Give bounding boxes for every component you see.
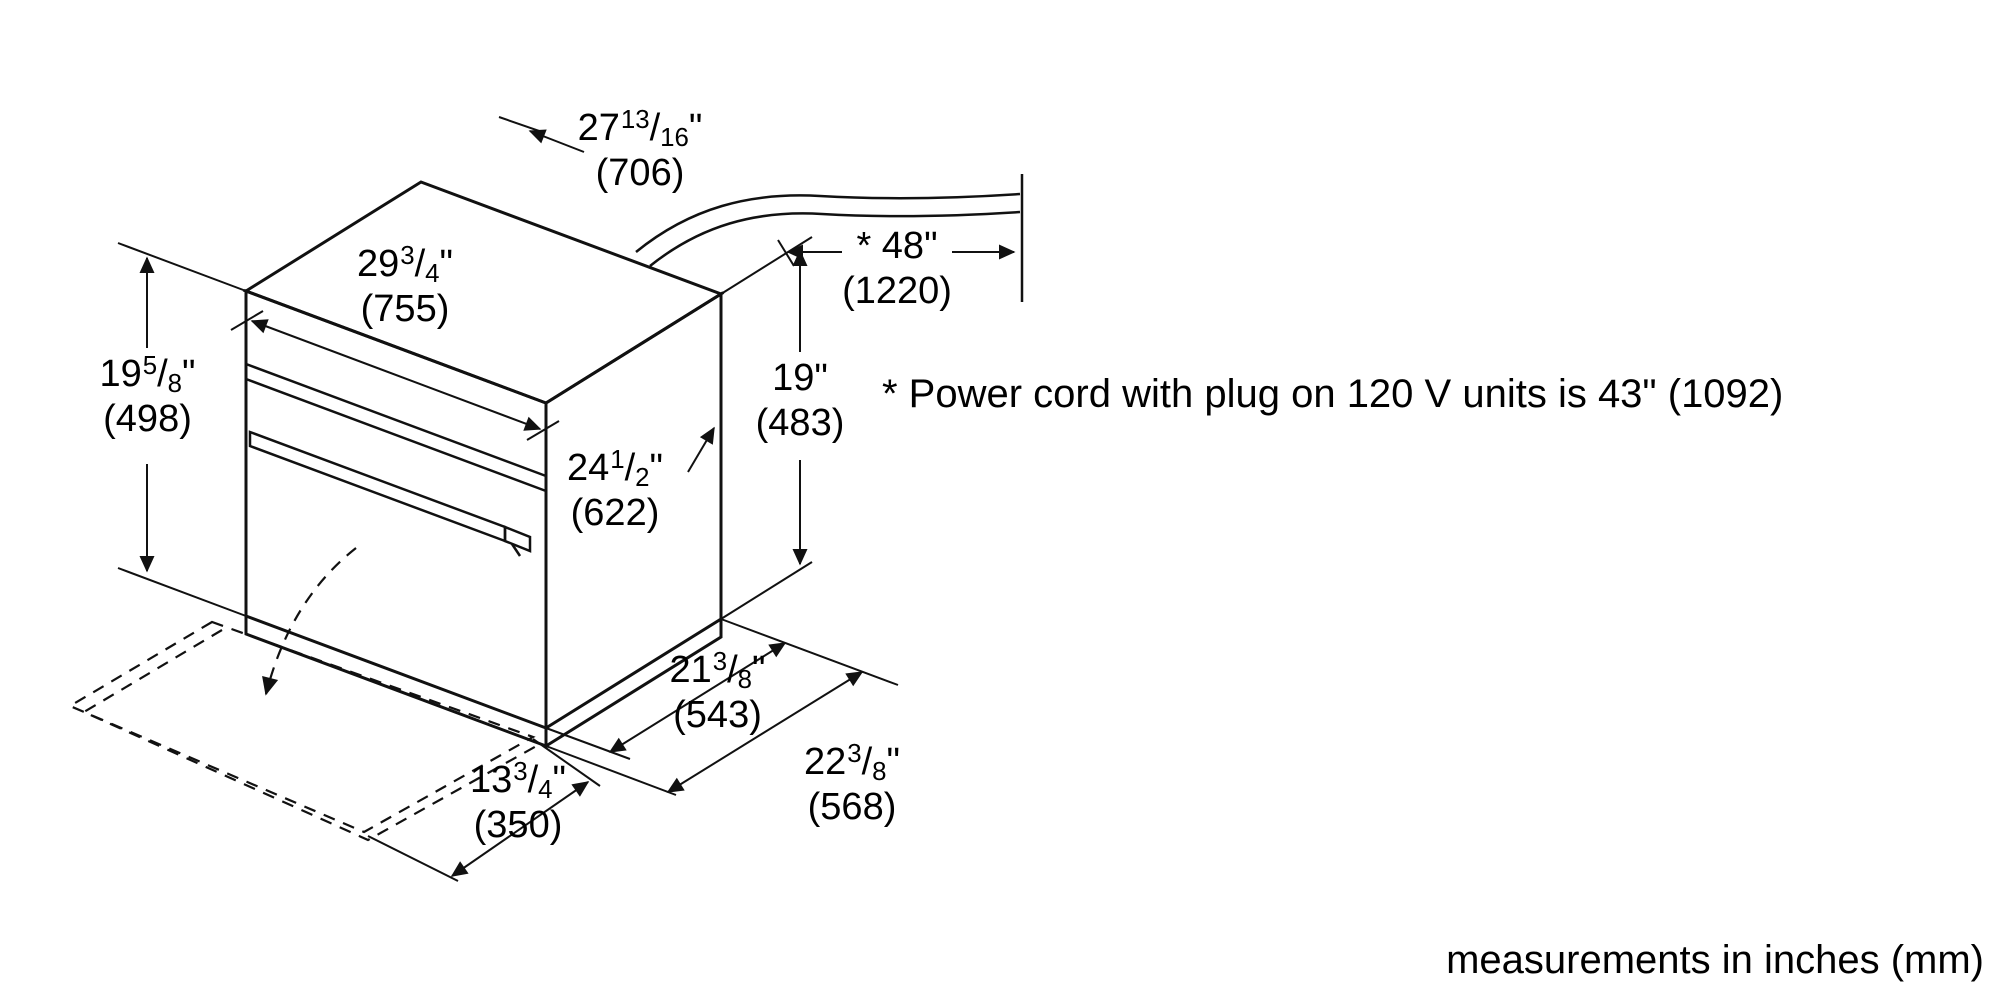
dim-door-open-mm: (350) <box>473 804 563 847</box>
door-handle-support <box>510 543 522 557</box>
door-swing-arc <box>262 547 357 696</box>
dim-right-height-inches: 19" <box>772 357 828 399</box>
door-handle-end-cap <box>503 525 532 553</box>
control-panel-line-upper <box>245 362 547 478</box>
power-cord-upper-line <box>635 192 1021 253</box>
top-width-tick <box>498 116 546 134</box>
open-door-outer-outline <box>67 620 536 834</box>
left-height-ext-top <box>117 242 247 292</box>
dim-inner-depth-inches: 213/8" <box>669 647 766 694</box>
front-width-dim-line <box>250 319 542 431</box>
outer-depth-dim-line <box>666 671 864 793</box>
mid-depth-leader-arrow <box>687 426 715 473</box>
power-cord-note: * Power cord with plug on 120 V units is… <box>882 372 1784 416</box>
box-base-strip <box>244 616 723 749</box>
control-panel-line-lower <box>245 377 547 493</box>
right-height-ext-top <box>720 236 813 295</box>
inner-depth-tick-right <box>720 618 899 686</box>
door-handle <box>248 430 507 543</box>
dim-right-height-mm: (483) <box>755 402 845 445</box>
dim-top-width-inches: 2713/16" <box>577 105 703 152</box>
dim-door-open-inches: 133/4" <box>469 757 567 804</box>
dim-mid-depth-inches: 241/2" <box>566 445 664 492</box>
dim-mid-depth-mm: (622) <box>570 492 660 535</box>
dim-front-width-mm: (755) <box>360 288 450 331</box>
dim-left-height-mm: (498) <box>103 398 192 441</box>
dim-outer-depth-mm: (568) <box>807 786 897 829</box>
dim-outer-depth-label: 223/8" (568) <box>772 740 932 829</box>
door-open-tick-right <box>532 738 601 787</box>
dim-left-height-label: 195/8" (498) <box>90 352 205 441</box>
front-width-tick-right <box>526 420 560 441</box>
front-panel-details <box>245 362 547 557</box>
dim-inner-depth-label: 213/8" (543) <box>640 648 795 737</box>
dim-cord-length-label: * 48" (1220) <box>822 224 972 313</box>
front-width-tick-left <box>230 310 264 331</box>
power-cord-lower-line <box>649 210 1021 267</box>
door-open-dim-line <box>450 781 590 877</box>
dim-top-width-label: 2713/16" (706) <box>545 106 735 195</box>
dim-door-open-label: 133/4" (350) <box>438 758 598 847</box>
dim-outer-depth-inches: 223/8" <box>803 739 901 786</box>
dimension-lines <box>117 116 1016 882</box>
right-height-ext-bottom <box>720 561 813 620</box>
dim-left-height-inches: 195/8" <box>99 351 196 398</box>
box-front-face <box>244 288 548 731</box>
top-width-leader-arrow <box>528 129 585 153</box>
dim-mid-depth-label: 241/2" (622) <box>540 446 690 535</box>
dim-front-width-label: 293/4" (755) <box>320 242 490 331</box>
inner-depth-tick-left <box>545 727 631 760</box>
power-cord <box>635 174 1024 302</box>
dim-cord-length-inches: * 48" <box>856 225 938 267</box>
dim-front-width-inches: 293/4" <box>356 241 454 288</box>
dim-top-width-mm: (706) <box>595 152 685 195</box>
dim-inner-depth-mm: (543) <box>673 694 762 737</box>
dim-right-height-label: 19" (483) <box>746 356 854 445</box>
units-note: measurements in inches (mm) <box>1446 938 1984 982</box>
outer-depth-tick-left <box>545 745 677 796</box>
dim-cord-length-mm: (1220) <box>842 270 952 313</box>
door-open-tick-left <box>367 835 459 882</box>
left-height-ext-bottom <box>117 567 247 617</box>
